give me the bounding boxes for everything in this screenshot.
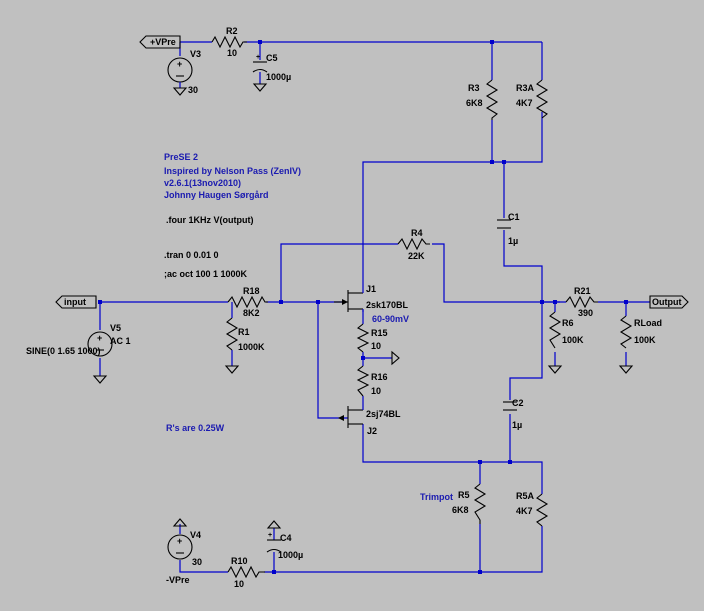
r10-value: 10 <box>234 579 244 589</box>
v4-name: V4 <box>190 530 201 540</box>
resistor-rload[interactable] <box>619 315 633 349</box>
capacitor-c1[interactable] <box>497 219 511 229</box>
capacitor-c5[interactable]: + <box>252 54 268 73</box>
c4-name: C4 <box>280 533 292 543</box>
svg-text:+: + <box>177 59 182 69</box>
r16-value: 10 <box>371 386 381 396</box>
r4-name: R4 <box>411 228 423 238</box>
c2-name: C2 <box>512 398 524 408</box>
directive-ac: ;ac oct 100 1 1000K <box>164 269 248 279</box>
voltage-source-v3[interactable]: + <box>167 42 193 88</box>
c4-value: 1000µ <box>278 550 303 560</box>
r6-name: R6 <box>562 318 574 328</box>
resistor-r5[interactable] <box>473 483 487 524</box>
c1-value: 1µ <box>508 236 518 246</box>
voltage-source-v4[interactable]: + <box>167 532 193 560</box>
r21-name: R21 <box>574 286 591 296</box>
r3-value: 6K8 <box>466 98 483 108</box>
r6-value: 100K <box>562 335 584 345</box>
net-label-vpre-neg: -VPre <box>166 575 190 585</box>
resistor-r6[interactable] <box>548 311 562 349</box>
capacitor-c4[interactable]: + <box>266 532 282 553</box>
svg-text:+: + <box>177 536 182 546</box>
title-line1: PreSE 2 <box>164 152 198 162</box>
r4-value: 22K <box>408 251 425 261</box>
title-line2: Inspired by Nelson Pass (ZenIV) <box>164 166 301 176</box>
r5-value: 6K8 <box>452 505 469 515</box>
directive-four: .four 1KHz V(output) <box>166 215 253 225</box>
resistor-r18[interactable] <box>227 295 268 309</box>
voltage-source-v5[interactable]: + <box>87 331 113 357</box>
r15-value: 10 <box>371 341 381 351</box>
resistor-r16[interactable] <box>356 365 370 397</box>
j1-name: J1 <box>366 284 376 294</box>
resistor-r1[interactable] <box>225 317 239 351</box>
capacitor-c2[interactable] <box>503 401 517 411</box>
trimpot-note: Trimpot <box>420 492 453 502</box>
v5-name: V5 <box>110 323 121 333</box>
junctions <box>98 40 628 574</box>
resistor-r3[interactable] <box>485 79 499 120</box>
r2-name: R2 <box>226 26 238 36</box>
jfet-j2[interactable] <box>338 404 364 428</box>
r21-value: 390 <box>578 308 593 318</box>
svg-text:+: + <box>256 54 260 61</box>
r1-name: R1 <box>238 327 250 337</box>
resistor-r4[interactable] <box>397 237 430 251</box>
resistor-r21[interactable] <box>565 295 598 309</box>
c2-value: 1µ <box>512 420 522 430</box>
j2-value: 2sj74BL <box>366 409 401 419</box>
r2-value: 10 <box>227 48 237 58</box>
bias-note: 60-90mV <box>372 314 409 324</box>
svg-text:+: + <box>97 333 102 343</box>
r5a-name: R5A <box>516 491 535 501</box>
directive-tran: .tran 0 0.01 0 <box>164 250 219 260</box>
r15-name: R15 <box>371 328 388 338</box>
svg-text:Output: Output <box>652 297 682 307</box>
resistor-r2[interactable] <box>211 35 247 49</box>
resistor-r10[interactable] <box>227 565 265 579</box>
r5-name: R5 <box>458 490 470 500</box>
resistor-r3a[interactable] <box>535 79 549 119</box>
j1-value: 2sk170BL <box>366 300 409 310</box>
r18-value: 8K2 <box>243 308 260 318</box>
rload-name: RLoad <box>634 318 662 328</box>
r16-name: R16 <box>371 372 388 382</box>
r3a-value: 4K7 <box>516 98 533 108</box>
svg-text:+: + <box>268 532 272 539</box>
v4-value: 30 <box>192 557 202 567</box>
ground-symbols <box>92 83 634 529</box>
net-flag-output[interactable]: Output <box>649 295 689 309</box>
c5-value: 1000µ <box>266 72 291 82</box>
resistor-r15[interactable] <box>356 323 370 353</box>
net-flag-input[interactable]: input <box>55 295 97 309</box>
c1-name: C1 <box>508 212 520 222</box>
svg-text:+VPre: +VPre <box>150 37 176 47</box>
v3-value: 30 <box>188 85 198 95</box>
r1-value: 1000K <box>238 342 265 352</box>
j2-name: J2 <box>367 426 377 436</box>
title-line4: Johnny Haugen Sørgård <box>164 190 269 200</box>
jfet-j1[interactable] <box>334 290 364 312</box>
v5-value: AC 1 <box>110 336 131 346</box>
resistor-note: R's are 0.25W <box>166 423 225 433</box>
r10-name: R10 <box>231 556 248 566</box>
r3a-name: R3A <box>516 83 535 93</box>
r5a-value: 4K7 <box>516 506 533 516</box>
svg-text:input: input <box>64 297 86 307</box>
rload-value: 100K <box>634 335 656 345</box>
c5-name: C5 <box>266 53 278 63</box>
v3-name: V3 <box>190 49 201 59</box>
net-flag-vpre-pos[interactable]: +VPre <box>139 35 181 49</box>
r18-name: R18 <box>243 286 260 296</box>
r3-name: R3 <box>468 83 480 93</box>
resistor-r5a[interactable] <box>535 493 549 527</box>
v5-sine: SINE(0 1.65 1000) <box>26 346 101 356</box>
title-line3: v2.6.1(13nov2010) <box>164 178 241 188</box>
